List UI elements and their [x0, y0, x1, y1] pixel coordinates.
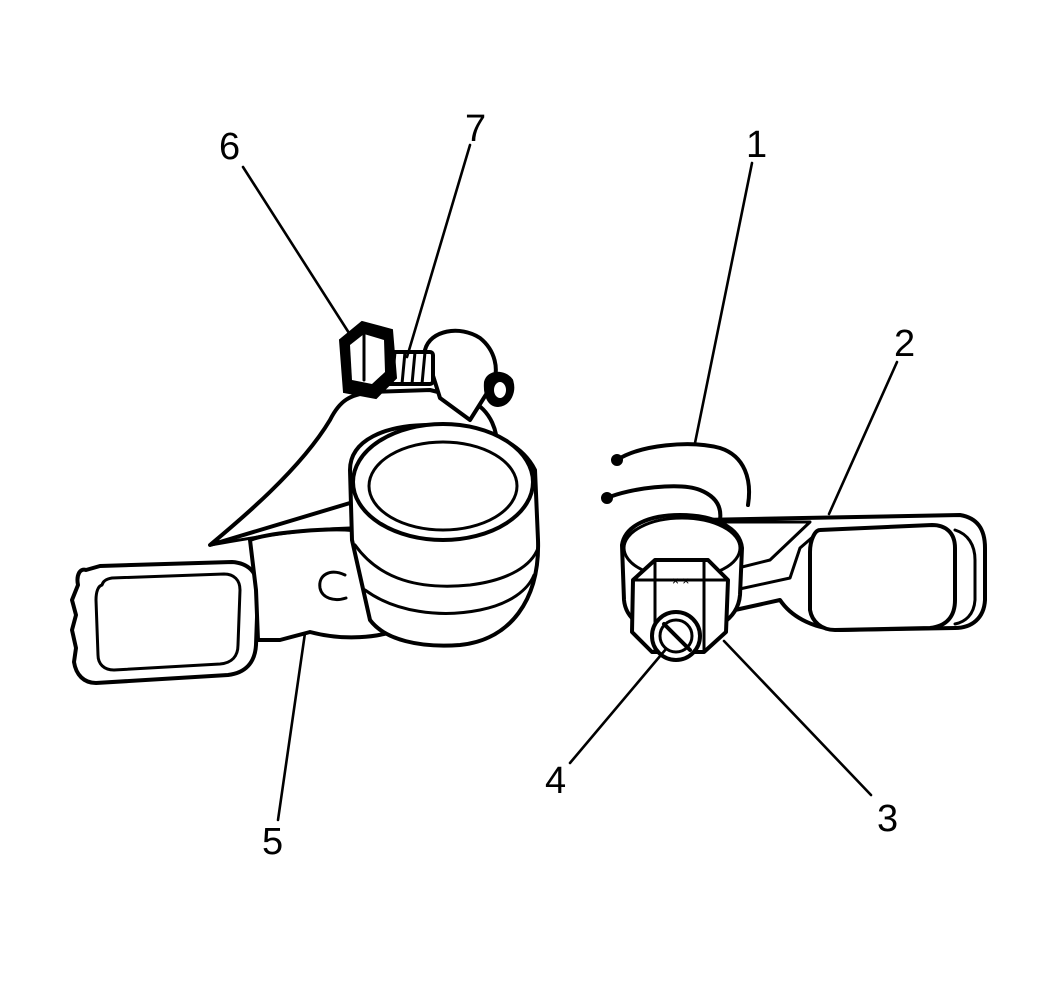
left-clamp-lever — [70, 320, 541, 685]
right-lever-arm-rib — [733, 533, 817, 592]
leader-line-6 — [241, 165, 351, 335]
callout-7: 7 — [465, 108, 486, 150]
left-clamp-ring-band-lower — [363, 573, 536, 615]
left-clamp-ring-bore-inner — [367, 440, 519, 532]
leader-line-1 — [693, 161, 754, 445]
right-lever-paddle — [808, 523, 957, 632]
left-lever-notch — [318, 570, 348, 602]
leader-line-4 — [568, 647, 668, 765]
right-lever-slotted-screw — [650, 610, 702, 662]
svg-text:× ×: × × — [672, 574, 689, 588]
leader-line-7 — [405, 143, 472, 359]
right-lever-cable — [615, 442, 751, 507]
callout-6: 6 — [219, 126, 240, 168]
left-clamp-ring-band — [353, 543, 540, 588]
left-lever-paddle-face — [94, 572, 242, 672]
leader-line-3 — [722, 639, 873, 797]
right-lever-paddle-edge — [953, 528, 977, 626]
left-clamp-hex-nut — [338, 320, 398, 400]
right-shift-lever: × × — [601, 442, 987, 662]
callout-1: 1 — [746, 124, 767, 166]
leader-line-2 — [827, 360, 899, 516]
callout-3: 3 — [877, 798, 898, 840]
leader-line-5 — [276, 631, 307, 822]
callout-2: 2 — [894, 323, 915, 365]
callout-4: 4 — [545, 760, 566, 802]
left-clamp-ring-bore — [351, 422, 535, 542]
callout-5: 5 — [262, 821, 283, 863]
right-lever-cable-inner — [605, 484, 723, 522]
